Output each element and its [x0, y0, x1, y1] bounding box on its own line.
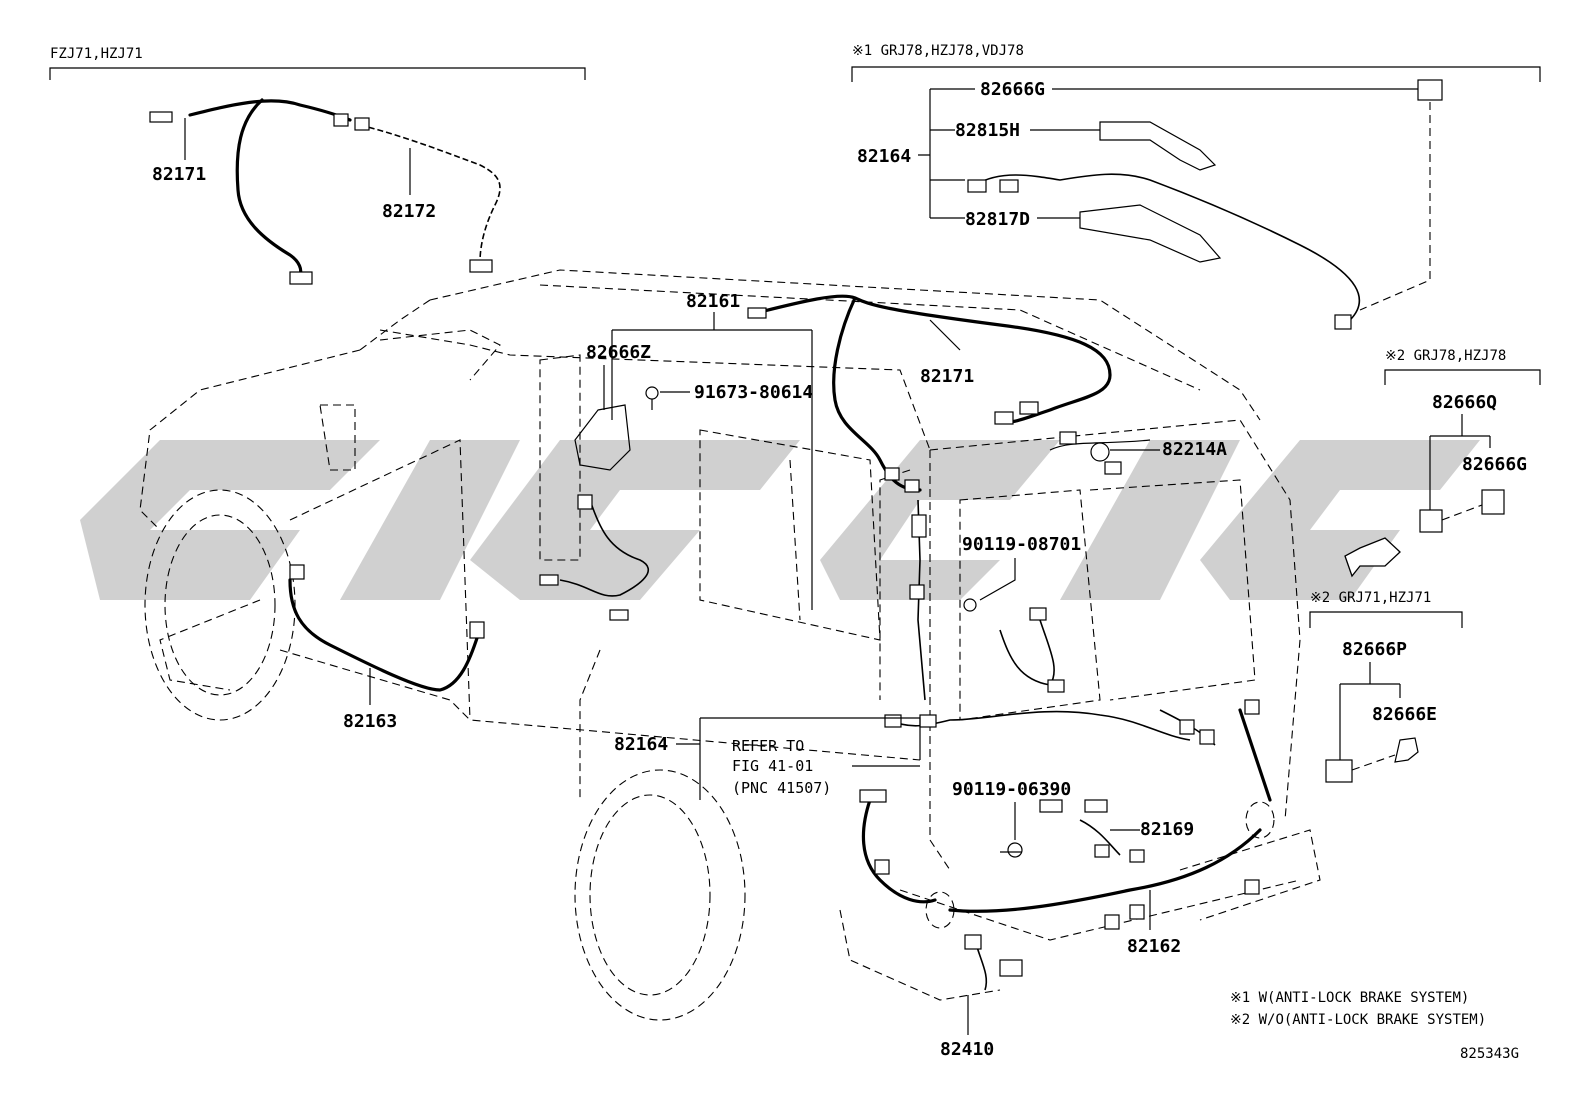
- part-label-82164-top: 82164: [857, 146, 911, 167]
- connector: [967, 179, 987, 193]
- variant-label-top-left: FZJ71,HZJ71: [50, 46, 143, 62]
- connector: [469, 621, 485, 639]
- group-82164-bottom: 82164 REFER TO FIG 41-01 (PNC 41507): [614, 717, 921, 800]
- connector: [1417, 79, 1443, 101]
- connector: [1104, 461, 1122, 475]
- connector: [999, 959, 1023, 977]
- figure-code: 825343G: [1460, 1046, 1519, 1062]
- connector: [884, 714, 902, 728]
- refer-line-3: (PNC 41507): [732, 779, 831, 797]
- connector: [999, 179, 1019, 193]
- part-label-90119-06390: 90119-06390: [952, 779, 1071, 800]
- connector: [919, 714, 937, 728]
- group-82214A: 82214A: [1049, 431, 1227, 475]
- part-label-82815H: 82815H: [955, 120, 1020, 141]
- footnotes: ※1 W(ANTI-LOCK BRAKE SYSTEM) ※2 W/O(ANTI…: [1230, 990, 1519, 1062]
- connector: [859, 789, 887, 803]
- variant-label-top-right: ※1 GRJ78,HZJ78,VDJ78: [852, 43, 1024, 59]
- part-label-91673: 91673-80614: [694, 382, 813, 403]
- part-label-82666Z: 82666Z: [586, 342, 651, 363]
- group-90119-06390: 90119-06390: [952, 779, 1108, 858]
- connector: [1419, 509, 1443, 533]
- harness-82163: 82163: [288, 564, 485, 732]
- part-label-82161: 82161: [686, 291, 740, 312]
- connector: [289, 271, 313, 285]
- connector: [1029, 607, 1047, 621]
- connector: [874, 859, 890, 875]
- part-label-82214A: 82214A: [1162, 439, 1227, 460]
- connector: [1199, 729, 1215, 745]
- footnote-1: ※1 W(ANTI-LOCK BRAKE SYSTEM): [1230, 990, 1469, 1006]
- watermark-logo: [80, 440, 1480, 600]
- connector: [1047, 679, 1065, 693]
- bracket-top-left: FZJ71,HZJ71: [49, 46, 586, 80]
- connector: [994, 411, 1014, 425]
- part-label-82410: 82410: [940, 1039, 994, 1060]
- part-label-82163: 82163: [343, 711, 397, 732]
- part-label-82171-mid: 82171: [920, 366, 974, 387]
- connector: [909, 584, 925, 600]
- refer-line-2: FIG 41-01: [732, 757, 813, 775]
- connector: [577, 494, 593, 510]
- connector: [1325, 759, 1353, 783]
- connector: [354, 117, 370, 131]
- part-label-82666G-right: 82666G: [1462, 454, 1527, 475]
- connector: [1129, 904, 1145, 920]
- connector: [904, 479, 920, 493]
- connector: [539, 574, 559, 586]
- harness-82171-roof: 82171: [747, 294, 1112, 493]
- connector: [911, 514, 927, 538]
- part-label-82164-bottom: 82164: [614, 734, 668, 755]
- direction-arrow: [1344, 537, 1401, 578]
- variant-label-right-lower: ※2 GRJ71,HZJ71: [1310, 590, 1431, 606]
- footnote-2: ※2 W/O(ANTI-LOCK BRAKE SYSTEM): [1230, 1012, 1486, 1028]
- part-label-82171-top: 82171: [152, 164, 206, 185]
- part-label-82666Q: 82666Q: [1432, 392, 1497, 413]
- connector: [149, 111, 173, 123]
- connector: [964, 934, 982, 950]
- part-label-82666G-top: 82666G: [980, 79, 1045, 100]
- part-label-82169: 82169: [1140, 819, 1194, 840]
- connector: [1019, 401, 1039, 415]
- part-label-82666P: 82666P: [1342, 639, 1407, 660]
- connector: [469, 259, 493, 273]
- connector: [747, 307, 767, 319]
- harness-rear-82162: 82162: [859, 699, 1272, 957]
- connector: [1481, 489, 1505, 515]
- connector: [1104, 914, 1120, 930]
- connector: [333, 113, 349, 127]
- connector: [1039, 799, 1063, 813]
- connector: [884, 467, 900, 481]
- part-label-82817D: 82817D: [965, 209, 1030, 230]
- harness-82171-top: 82171: [149, 98, 352, 285]
- connector: [1244, 699, 1260, 715]
- refer-line-1: REFER TO: [732, 737, 804, 755]
- label-82161: 82161: [611, 291, 813, 610]
- connector: [1334, 314, 1352, 330]
- connector: [609, 609, 629, 621]
- harness-82172: 82172: [354, 117, 501, 273]
- part-label-82162: 82162: [1127, 936, 1181, 957]
- part-label-82666E: 82666E: [1372, 704, 1437, 725]
- connector: [1129, 849, 1145, 863]
- assembly-82164-top: 82666G 82815H 82164 82817D: [857, 79, 1443, 330]
- connector: [1084, 799, 1108, 813]
- group-82169: 82169: [1079, 819, 1194, 863]
- connector: [1244, 879, 1260, 895]
- bracket-right-lower: ※2 GRJ71,HZJ71 82666P 82666E: [1309, 590, 1463, 783]
- group-82666Z: 82666Z 91673-80614: [539, 342, 813, 621]
- part-label-90119-08701: 90119-08701: [962, 534, 1081, 555]
- variant-label-right-mid: ※2 GRJ78,HZJ78: [1385, 348, 1506, 364]
- vehicle-outline: [139, 269, 1321, 1021]
- connector: [1094, 844, 1110, 858]
- bracket-top-right: ※1 GRJ78,HZJ78,VDJ78: [851, 43, 1541, 82]
- group-82410: 82410: [940, 934, 1023, 1060]
- connector: [1059, 431, 1077, 445]
- connector: [1179, 719, 1195, 735]
- bracket-right-mid: ※2 GRJ78,HZJ78 82666Q 82666G: [1384, 348, 1541, 533]
- connector: [289, 564, 305, 580]
- group-90119-08701: 90119-08701: [962, 534, 1081, 693]
- part-label-82172: 82172: [382, 201, 436, 222]
